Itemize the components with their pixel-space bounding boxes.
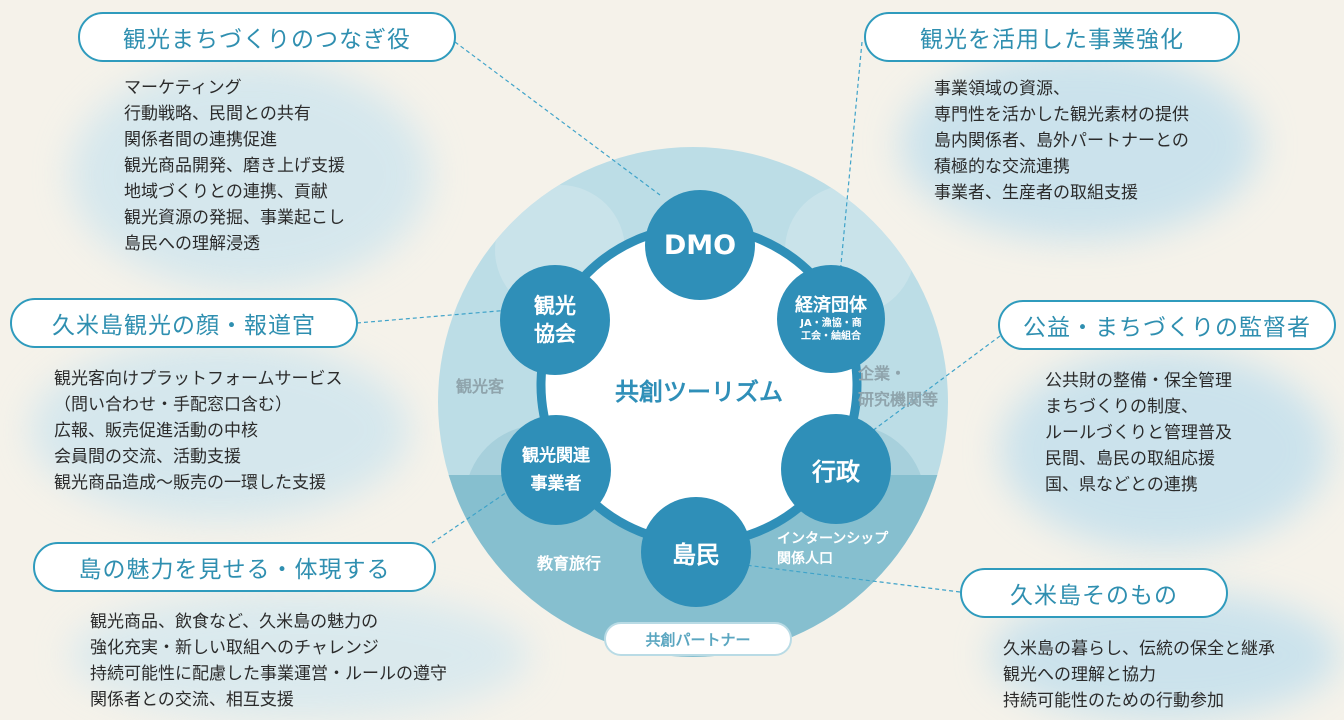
role-list-island-itself: 久米島の暮らし、伝統の保全と継承 観光への理解と協力 持続可能性のための行動参加 xyxy=(1003,636,1275,714)
list-item: 専門性を活かした観光素材の提供 xyxy=(934,105,1189,125)
list-item: 事業領域の資源、 xyxy=(934,79,1070,99)
role-list-business-strengthening: 事業領域の資源、 専門性を活かした観光素材の提供 島内関係者、島外パートナーとの… xyxy=(934,76,1189,206)
label-school-trips: 教育旅行 xyxy=(537,554,602,573)
label-companies-line2: 研究機関等 xyxy=(858,390,939,409)
list-item: 持続可能性のための行動参加 xyxy=(1003,691,1224,711)
list-item: 関係者との交流、相互支援 xyxy=(90,690,294,710)
node-tourism-association-line1: 観光 xyxy=(534,294,576,318)
list-item: 強化充実・新しい取組へのチャレンジ xyxy=(90,638,379,658)
list-item: 観光商品造成～販売の一環した支援 xyxy=(54,473,326,493)
list-item: 観光への理解と協力 xyxy=(1003,665,1156,685)
list-item: 民間、島民の取組応援 xyxy=(1045,449,1215,469)
list-item: 地域づくりとの連携、貢献 xyxy=(124,182,328,202)
label-companies-line1: 企業・ xyxy=(858,364,907,383)
list-item: 観光資源の発掘、事業起こし xyxy=(124,208,345,228)
node-tourism-association: 観光 協会 xyxy=(500,265,610,375)
node-dmo-label: DMO xyxy=(663,229,737,261)
list-item: まちづくりの制度、 xyxy=(1045,397,1198,417)
list-item: ルールづくりと管理普及 xyxy=(1045,423,1232,443)
label-tourists: 観光客 xyxy=(456,377,505,396)
node-tourism-businesses-line2: 事業者 xyxy=(530,474,582,494)
list-item: 観光客向けプラットフォームサービス xyxy=(54,369,343,389)
list-item: 会員間の交流、活動支援 xyxy=(54,447,241,467)
node-economic-groups-sub1: JA・漁協・商 xyxy=(800,318,862,329)
partner-badge: 共創パートナー xyxy=(604,622,792,656)
list-item: 持続可能性に配慮した事業運営・ルールの遵守 xyxy=(90,664,447,684)
list-item: 島民への理解浸透 xyxy=(124,234,260,254)
role-list-coordinator: マーケティング 行動戦略、民間との共有 関係者間の連携促進 観光商品開発、磨き上… xyxy=(124,75,345,257)
list-item: 公共財の整備・保全管理 xyxy=(1045,371,1232,391)
node-islanders-label: 島民 xyxy=(672,540,720,569)
role-title-face-of-tourism: 久米島観光の顔・報道官 xyxy=(10,298,358,348)
list-item: 広報、販売促進活動の中核 xyxy=(54,421,258,441)
role-title-coordinator: 観光まちづくりのつなぎ役 xyxy=(78,12,456,62)
list-item: 観光商品、飲食など、久米島の魅力の xyxy=(90,612,379,632)
node-tourism-association-line2: 協会 xyxy=(534,322,576,346)
role-title-island-itself: 久米島そのもの xyxy=(960,568,1228,618)
role-list-face-of-tourism: 観光客向けプラットフォームサービス （問い合わせ・手配窓口含む） 広報、販売促進… xyxy=(54,366,343,496)
node-economic-groups-sub2: 工会・紬組合 xyxy=(801,331,861,342)
role-title-supervisor: 公益・まちづくりの監督者 xyxy=(998,300,1336,350)
list-item: （問い合わせ・手配窓口含む） xyxy=(54,395,292,415)
role-list-supervisor: 公共財の整備・保全管理 まちづくりの制度、 ルールづくりと管理普及 民間、島民の… xyxy=(1045,368,1232,498)
watercolor-splash xyxy=(900,50,1260,240)
role-title-business-strengthening: 観光を活用した事業強化 xyxy=(864,12,1240,62)
node-government-label: 行政 xyxy=(812,457,860,486)
node-economic-groups-line1: 経済団体 xyxy=(795,295,867,316)
list-item: 事業者、生産者の取組支援 xyxy=(934,183,1138,203)
list-item: マーケティング xyxy=(124,78,242,98)
node-government: 行政 xyxy=(781,414,891,524)
role-title-showcase: 島の魅力を見せる・体現する xyxy=(33,542,436,592)
watercolor-splash xyxy=(1000,350,1330,550)
watercolor-splash xyxy=(30,340,410,520)
label-internship: インターンシップ xyxy=(777,531,889,547)
list-item: 国、県などとの連携 xyxy=(1045,475,1198,495)
node-tourism-businesses: 観光関連 事業者 xyxy=(501,415,611,525)
role-list-showcase: 観光商品、飲食など、久米島の魅力の 強化充実・新しい取組へのチャレンジ 持続可能… xyxy=(90,609,447,713)
node-dmo: DMO xyxy=(645,190,755,300)
node-tourism-businesses-line1: 観光関連 xyxy=(522,446,590,466)
list-item: 観光商品開発、磨き上げ支援 xyxy=(124,156,345,176)
node-economic-groups: 経済団体 JA・漁協・商 工会・紬組合 xyxy=(777,265,885,373)
center-title: 共創ツーリズム xyxy=(615,378,783,406)
list-item: 行動戦略、民間との共有 xyxy=(124,104,311,124)
watercolor-splash xyxy=(70,60,430,290)
node-islanders: 島民 xyxy=(641,497,751,607)
list-item: 関係者間の連携促進 xyxy=(124,130,277,150)
watercolor-splash xyxy=(70,590,530,720)
list-item: 島内関係者、島外パートナーとの xyxy=(934,131,1189,151)
list-item: 久米島の暮らし、伝統の保全と継承 xyxy=(1003,639,1275,659)
label-related-population: 関係人口 xyxy=(777,551,833,567)
list-item: 積極的な交流連携 xyxy=(934,157,1070,177)
